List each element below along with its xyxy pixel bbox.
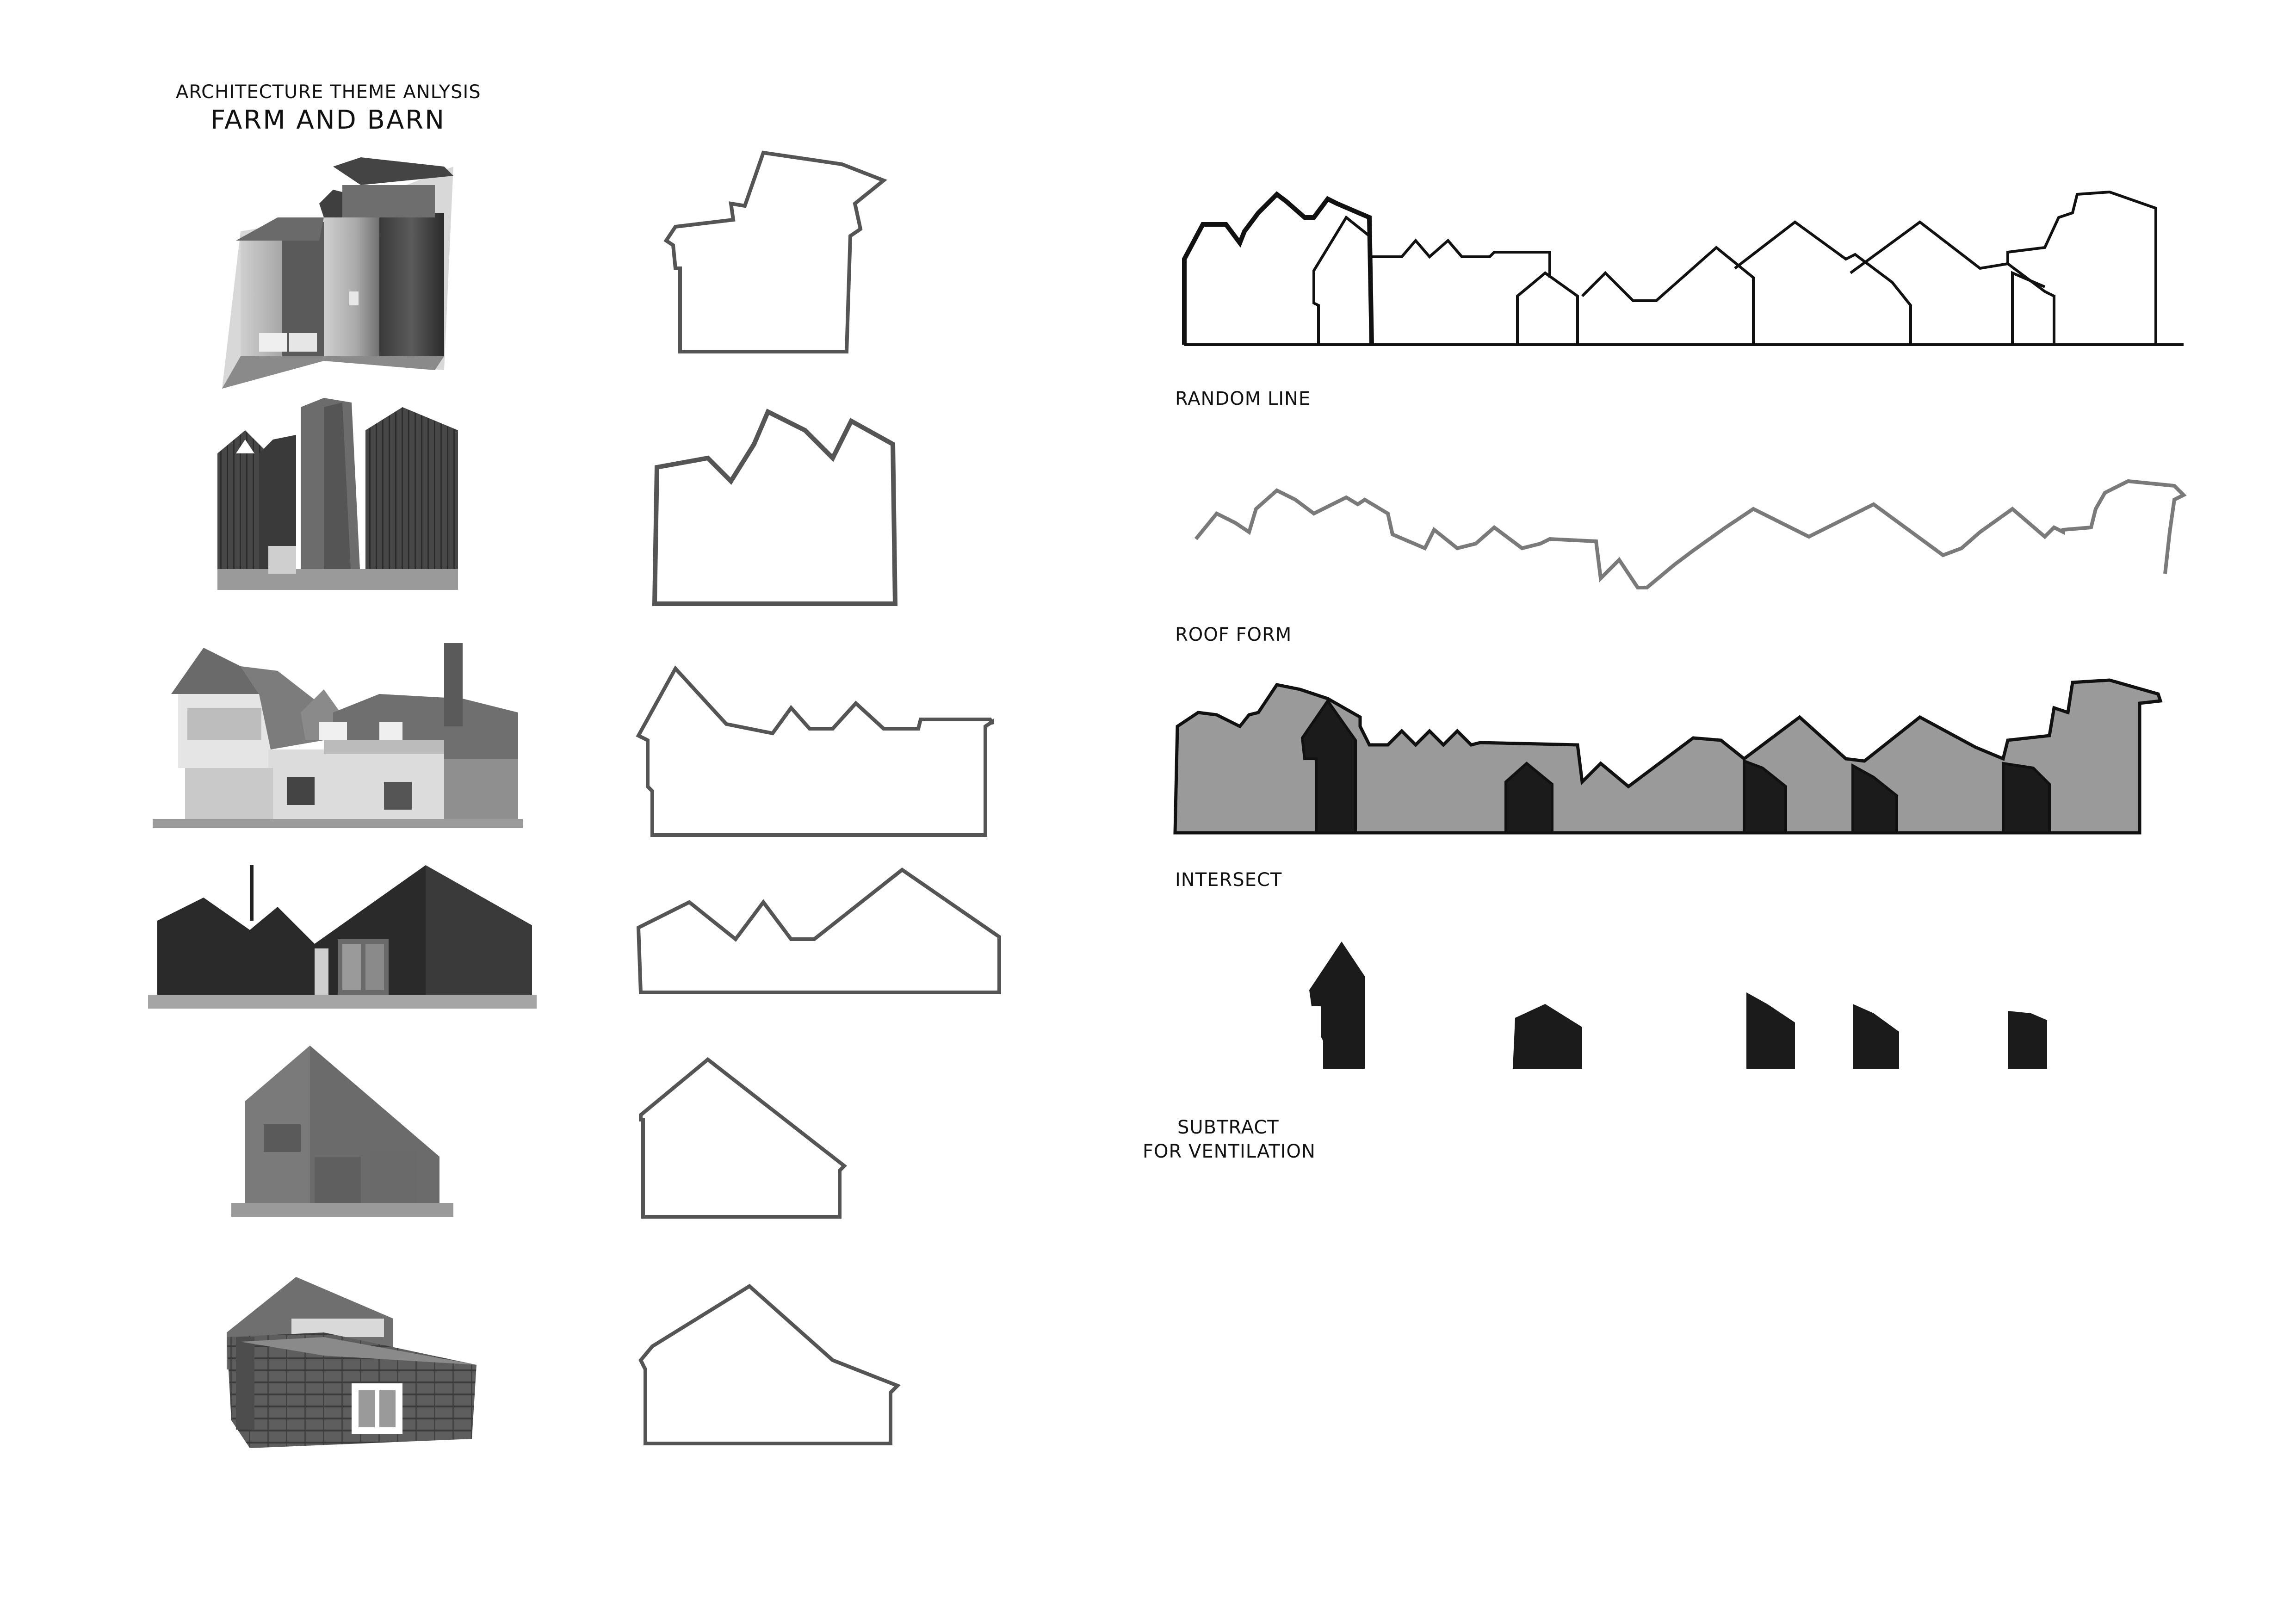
step-label-random-line: RANDOM LINE xyxy=(1175,388,1311,409)
overlay-silhouettes xyxy=(1182,190,2184,346)
step-label-intersect: INTERSECT xyxy=(1175,869,1282,891)
photo-silo-barn xyxy=(222,157,453,389)
outline-silo-barn xyxy=(663,150,887,353)
outline-tudor-farmhouse xyxy=(636,665,994,837)
roof-form-shape xyxy=(1173,678,2163,835)
intersect-pieces xyxy=(1309,942,2047,1069)
step-label-subtract-line1: SUBTRACT xyxy=(1177,1117,1279,1138)
roof-form-voids xyxy=(1300,698,2051,834)
intersect-piece-2 xyxy=(1513,1004,1582,1069)
intersect-piece-3 xyxy=(1746,992,1795,1069)
random-line-path xyxy=(1194,479,2187,589)
photo-shingle-cottage xyxy=(227,1277,477,1448)
photo-tudor-farmhouse xyxy=(153,643,523,828)
step-label-subtract-line2: FOR VENTILATION xyxy=(1143,1141,1316,1162)
outline-timber-gable-barn xyxy=(639,1057,848,1219)
photo-black-gable-barns xyxy=(148,865,537,1009)
step-label-roof-form: ROOF FORM xyxy=(1175,624,1292,645)
intersect-piece-5 xyxy=(2008,1011,2047,1069)
outline-timber-barns xyxy=(652,409,898,606)
photo-timber-gable-barn xyxy=(231,1046,453,1217)
intersect-piece-4 xyxy=(1853,1004,1899,1069)
intersect-piece-1 xyxy=(1309,942,1365,1069)
outline-shingle-cottage xyxy=(638,1284,901,1445)
outline-black-gable-barns xyxy=(636,867,1001,994)
photo-timber-barns xyxy=(217,398,458,590)
subtitle: ARCHITECTURE THEME ANLYSIS xyxy=(176,81,481,103)
page-title: FARM AND BARN xyxy=(210,105,446,135)
